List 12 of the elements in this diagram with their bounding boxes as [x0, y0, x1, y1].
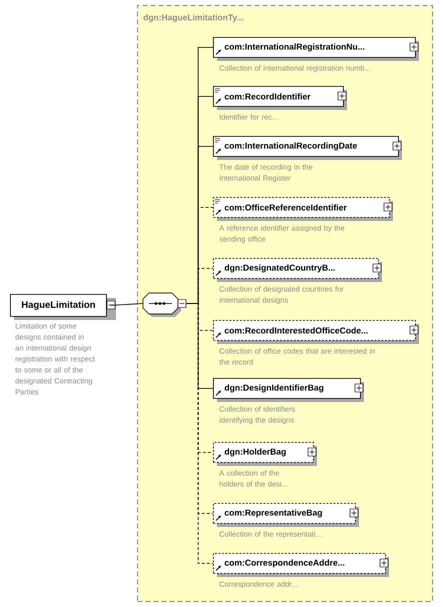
element-box: com:RecordInterestedOfficeCode... — [213, 320, 419, 344]
element-box: com:RecordIdentifier — [213, 86, 347, 110]
connector-line — [110, 303, 144, 306]
element-box: com:OfficeReferenceIdentifier — [213, 197, 393, 221]
element-box: com:CorrespondenceAddre... — [213, 553, 389, 577]
element-box: dgn:HolderBag — [213, 442, 317, 466]
element-box: com:RepresentativeBag — [213, 503, 359, 527]
element-box: com:InternationalRecordingDate — [213, 136, 402, 160]
connector-line — [186, 303, 214, 389]
element-box: dgn:DesignatedCountryB... — [213, 258, 382, 282]
element-box: dgn:DesignIdentifierBag — [213, 378, 364, 402]
element-box: com:InternationalRegistrationNu... — [213, 37, 419, 61]
